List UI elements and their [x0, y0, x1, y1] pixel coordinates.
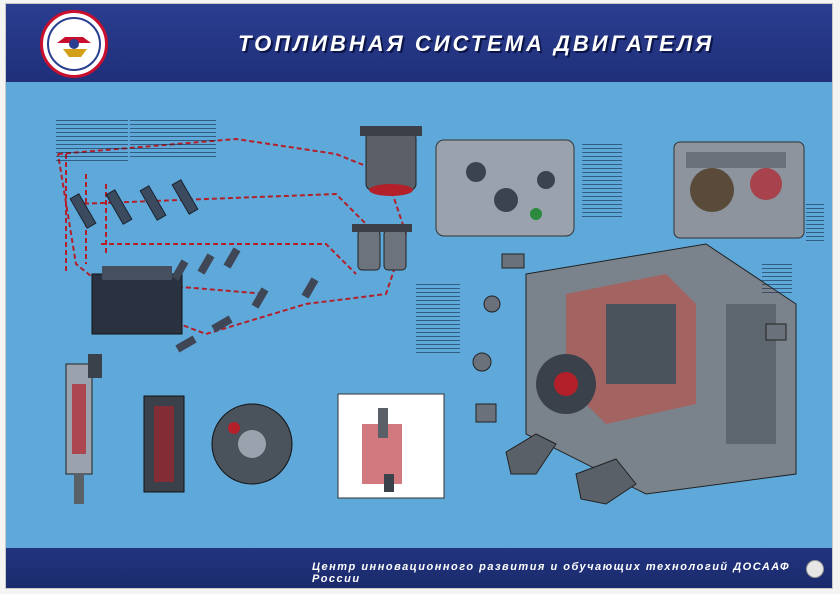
footer-text: Центр инновационного развития и обучающи…: [312, 561, 791, 585]
injector-section: [65, 354, 102, 504]
footer-band: Центр инновационного развития и обучающи…: [6, 548, 832, 588]
legend-block-1: [56, 120, 128, 164]
regulator-cutaway: [435, 139, 575, 237]
advance-coupling: [143, 395, 293, 493]
injection-pump-small: [91, 266, 183, 335]
header-band: ТОПЛИВНАЯ СИСТЕМА ДВИГАТЕЛЯ: [6, 4, 832, 82]
dosaaf-emblem-icon: [40, 10, 108, 78]
dosaaf-small-emblem-icon: [806, 560, 824, 578]
legend-block-4: [582, 144, 622, 220]
pump-element-diagram: [337, 393, 445, 499]
poster-title: ТОПЛИВНАЯ СИСТЕМА ДВИГАТЕЛЯ: [238, 31, 715, 56]
illustration-layer: [57, 126, 805, 505]
injectors: [69, 179, 199, 229]
legend-block-5: [806, 204, 824, 244]
legend-block-2: [130, 120, 216, 160]
poster: ТОПЛИВНАЯ СИСТЕМА ДВИГАТЕЛЯ: [6, 4, 832, 588]
high-pressure-pump-cutaway: [525, 243, 797, 495]
fuel-filter-top: [360, 126, 422, 196]
emblem-graphic: [47, 17, 101, 71]
governor-cutaway: [673, 141, 805, 239]
legend-block-3: [416, 284, 460, 354]
legend-block-6: [762, 264, 792, 296]
fine-filters: [352, 224, 412, 271]
loose-parts: [472, 253, 787, 505]
injector-row: [171, 247, 319, 353]
